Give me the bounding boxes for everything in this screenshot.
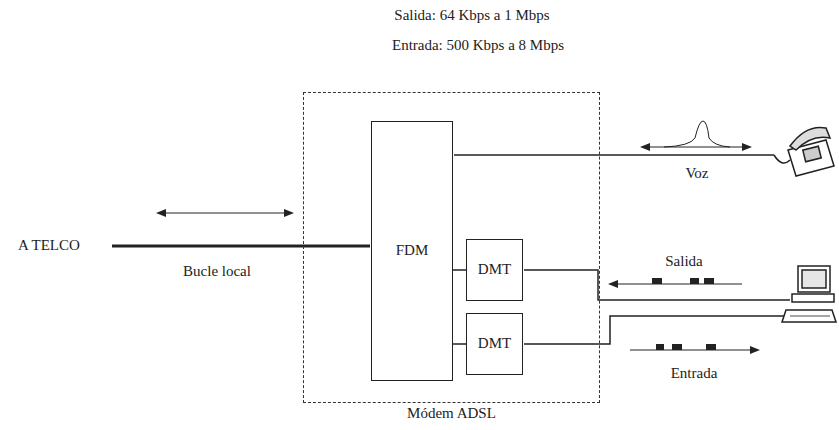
pulse [690,278,699,284]
output-wire [524,270,790,300]
box-label: DMT [478,335,511,352]
input-wire [524,316,790,344]
loop-label: Bucle local [183,263,251,280]
downstream-rate: Entrada: 500 Kbps a 8 Mbps [392,37,564,54]
output-signal-arrow [616,284,742,285]
connector [453,270,466,271]
housing-caption: Módem ADSL [407,405,496,422]
loop-arrow [162,213,288,214]
local-loop-line [112,245,370,248]
voice-label: Voz [685,165,708,182]
fdm-box: FDM [371,121,453,381]
computer-icon [782,266,836,322]
voice-wire [454,154,774,156]
pulse [652,278,662,284]
telco-label: A TELCO [18,237,80,254]
connector-line [453,343,466,345]
dmt-box: DMT [466,239,523,301]
pulse [672,344,682,350]
voice-waveform [664,121,730,147]
input-signal-arrow [630,350,752,351]
arrow-head [284,209,294,217]
connector-line [453,269,466,271]
dmt-box: DMT [466,313,523,375]
voice-band-arrow [646,147,746,148]
telephone-icon [774,127,834,176]
modem-housing: Módem ADSLFDMDMTDMT [303,92,600,403]
input-label: Entrada [671,365,718,382]
pulse [704,278,714,284]
arrow-head [640,143,650,151]
pulse [706,344,716,350]
box-label: DMT [478,261,511,278]
arrow-head [742,143,752,151]
pulse [656,344,664,350]
box-label: FDM [396,242,429,259]
arrow-head [156,209,166,217]
arrow-head [608,280,618,288]
connector [453,344,466,345]
upstream-rate: Salida: 64 Kbps a 1 Mbps [394,7,549,24]
arrow-head [750,346,760,354]
output-label: Salida [665,253,703,270]
